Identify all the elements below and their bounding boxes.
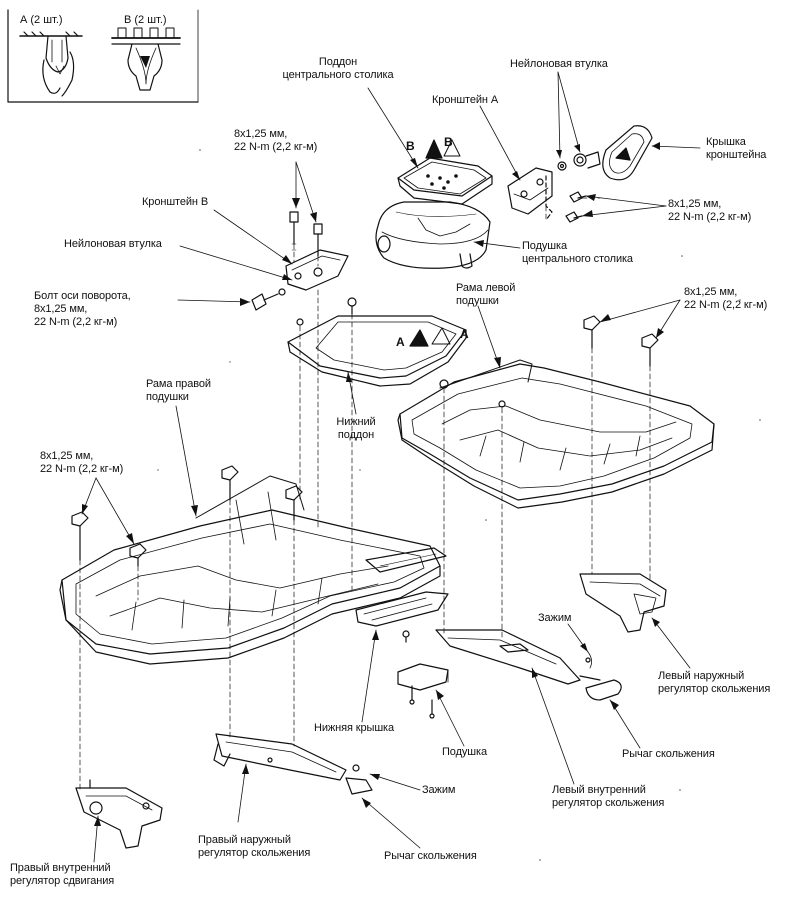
callout-letter-a-2: А — [460, 327, 469, 341]
clip-a-illustration — [19, 31, 83, 97]
assembly-guide-lines — [79, 197, 651, 791]
slide-lever-1-part — [585, 679, 622, 701]
cushion-pad-part — [397, 663, 449, 719]
callout-letter-b-1: В — [406, 139, 415, 153]
bracket-b-part — [285, 211, 349, 291]
label-torque-4: 8x1,25 мм, 22 N-m (2,2 кг-м) — [40, 450, 124, 475]
label-torque-1: 8x1,25 мм, 22 N-m (2,2 кг-м) — [234, 128, 318, 153]
clip-b-illustration — [111, 27, 181, 91]
clip-a-caption: А (2 шт.) — [20, 14, 63, 26]
callout-letter-b-2: В — [444, 135, 453, 149]
label-center-cushion: Подушка центрального столика — [522, 240, 633, 265]
right-inner-shift-part — [75, 779, 163, 849]
label-nylon-bushing-left: Нейлоновая втулка — [64, 238, 162, 250]
label-slide-lever-1: Рычаг скольжения — [622, 748, 715, 760]
bracket-a-part — [507, 167, 553, 221]
fastener-inset — [7, 9, 199, 103]
label-lower-tray: Нижний поддон — [336, 416, 376, 441]
pivot-bolt-part — [251, 288, 286, 311]
label-slide-lever-2: Рычаг скольжения — [384, 850, 477, 862]
label-bracket-a: Кронштейн А — [432, 94, 499, 106]
label-pivot-bolt: Болт оси поворота, 8x1,25 мм, 22 N-m (2,… — [34, 290, 131, 328]
center-table-cushion-part — [375, 201, 491, 269]
bracket-bolts — [565, 191, 587, 223]
scan-specks — [157, 149, 761, 861]
label-clip-2: Зажим — [422, 784, 456, 796]
left-cushion-frame-part — [397, 315, 715, 509]
callout-letter-a-1: А — [396, 335, 405, 349]
clip-b-caption: В (2 шт.) — [124, 14, 167, 26]
label-bracket-cover: Крышка кронштейна — [706, 136, 767, 161]
lower-tray-part — [287, 297, 467, 387]
label-right-outer-slide: Правый наружный регулятор скольжения — [198, 834, 311, 859]
bracket-cover-part — [602, 125, 653, 181]
label-clip-1: Зажим — [538, 612, 572, 624]
left-outer-slide-part — [579, 573, 667, 633]
label-left-inner-slide: Левый внутренний регулятор скольжения — [552, 784, 665, 809]
label-cushion: Подушка — [442, 746, 487, 758]
left-inner-slide-part — [435, 629, 601, 685]
label-lower-cover: Нижняя крышка — [314, 722, 395, 734]
right-outer-slide-part — [213, 733, 373, 795]
label-torque-2: 8x1,25 мм, 22 N-m (2,2 кг-м) — [668, 198, 752, 223]
leader-arrowheads — [82, 142, 664, 826]
label-right-cushion-frame: Рама правой подушки — [146, 378, 211, 403]
nylon-bushing-parts — [557, 151, 601, 171]
label-bracket-b: Кронштейн В — [142, 196, 209, 208]
label-torque-3: 8x1,25 мм, 22 N-m (2,2 кг-м) — [684, 286, 768, 311]
label-left-cushion-frame: Рама левой подушки — [456, 282, 516, 307]
center-table-tray-part — [397, 139, 493, 205]
right-cushion-frame-part — [59, 465, 447, 665]
leader-lines — [81, 71, 701, 863]
label-right-inner-shift: Правый внутренний регулятор сдвигания — [10, 862, 115, 887]
label-left-outer-slide: Левый наружный регулятор скольжения — [658, 670, 771, 695]
label-center-tray: Поддон центрального столика — [282, 56, 394, 81]
label-nylon-bushing-top: Нейлоновая втулка — [510, 58, 608, 70]
lower-cover-part — [355, 591, 449, 643]
